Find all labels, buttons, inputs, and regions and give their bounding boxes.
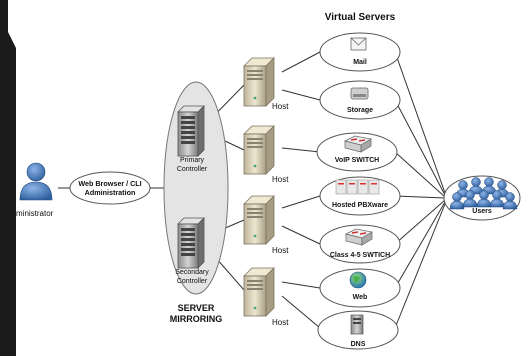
administrator-node: ministrator [16, 162, 54, 218]
host-server-icon [243, 195, 275, 245]
client-label-line2: Administration [85, 188, 136, 197]
server-mirroring-line2: MIRRORING [170, 314, 223, 324]
dark-edge-band [0, 0, 16, 356]
host-label: Host [272, 246, 289, 255]
host-node: Host [243, 195, 289, 255]
host-label: Host [272, 175, 289, 184]
users-node: Users [443, 175, 521, 221]
server-mirroring-group: Primary Controller Secondary Controller … [163, 81, 229, 324]
secondary-controller-line2: Controller [177, 278, 208, 285]
primary-controller-line1: Primary [180, 157, 205, 164]
users-label: Users [472, 208, 492, 215]
secondary-controller-icon [177, 217, 205, 269]
server-web: Web [319, 268, 401, 308]
secondary-controller-line1: Secondary [175, 269, 209, 276]
host-server-icon [243, 125, 275, 175]
primary-controller-line2: Controller [177, 166, 208, 173]
server-label: Class 4-5 SWTICH [330, 252, 390, 259]
server-label: VoIP SWITCH [335, 157, 379, 164]
globe-icon [349, 271, 367, 289]
rack-icon [335, 179, 380, 195]
host-node: Host [243, 57, 289, 111]
server-label: DNS [351, 341, 366, 348]
server-label: Storage [347, 107, 373, 114]
server-label: Mail [353, 59, 367, 66]
host-node: Host [243, 125, 289, 184]
primary-controller-icon [177, 105, 205, 157]
server-storage: Storage [319, 80, 401, 120]
server-hosted-pbxware: Hosted PBXware [319, 176, 401, 216]
server-label: Web [353, 294, 368, 301]
administrator-label: ministrator [16, 209, 54, 218]
server-mirroring-line1: SERVER [178, 303, 215, 313]
storage-icon [350, 87, 369, 100]
server-mail: Mail [319, 32, 401, 72]
host-server-icon [243, 267, 275, 317]
server-class-4-5-switch: Class 4-5 SWTICH [319, 224, 401, 264]
mail-icon [350, 37, 367, 51]
host-node: Host [243, 267, 289, 327]
server-dns: DNS [317, 310, 399, 350]
web-browser-cli-node: Web Browser / CLI Administration [69, 171, 151, 205]
host-label: Host [272, 102, 289, 111]
virtual-servers-title: Virtual Servers [325, 12, 396, 23]
administrator-icon [19, 162, 53, 201]
server-voip-switch: VoIP SWITCH [316, 132, 398, 172]
dns-server-icon [350, 314, 364, 335]
host-server-icon [243, 57, 275, 107]
client-label-line1: Web Browser / CLI [78, 179, 141, 188]
host-label: Host [272, 318, 289, 327]
server-label: Hosted PBXware [332, 202, 388, 209]
